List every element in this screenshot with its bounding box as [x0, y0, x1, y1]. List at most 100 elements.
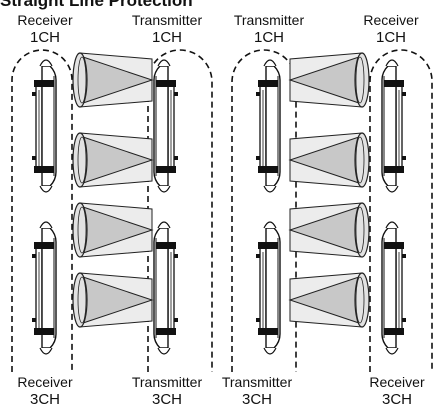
bolt [174, 318, 178, 322]
top-cap [39, 59, 53, 67]
beam-right-3 [288, 202, 370, 258]
bottom-channel-text: 3CH [241, 391, 272, 408]
bottom-cap [385, 347, 399, 355]
beam-end [72, 132, 88, 188]
bottom-cap [39, 185, 53, 193]
bottom-clamp [258, 328, 278, 335]
beam-end [72, 52, 88, 108]
top-cap [263, 221, 277, 229]
top-cap [157, 59, 171, 67]
beam-end [354, 272, 370, 328]
beam-end-inner [355, 276, 365, 324]
bottom-clamp [34, 166, 54, 173]
receiver-unit-left [32, 59, 57, 193]
bottom-clamp [156, 328, 176, 335]
bottom-clamp [384, 166, 404, 173]
top-channel-text: 1CH [29, 29, 60, 46]
bottom-cap [157, 185, 171, 193]
top-label-text: Receiver [363, 12, 419, 28]
top-label-text: Transmitter [131, 12, 203, 28]
beam-right-4 [288, 272, 370, 328]
transmitter-unit-left [153, 59, 178, 193]
top-clamp [34, 242, 54, 249]
receiver-zone-outline-left [11, 49, 73, 372]
bolt [256, 156, 260, 160]
beam-right-1 [288, 52, 370, 108]
bolt [402, 92, 406, 96]
top-label-transmitter-left: Transmitter 1CH [122, 12, 212, 46]
bolt [174, 92, 178, 96]
beam-left-4 [72, 272, 154, 328]
transmitter-unit-left [153, 221, 178, 355]
bolt [256, 92, 260, 96]
beam-end-inner [77, 136, 87, 184]
top-clamp [258, 242, 278, 249]
top-label-text: Receiver [17, 12, 73, 28]
bottom-cap [385, 185, 399, 193]
bolt [174, 156, 178, 160]
top-cap [263, 59, 277, 67]
bottom-clamp [258, 166, 278, 173]
bottom-label-text: Transmitter [221, 374, 293, 390]
beam-end [354, 132, 370, 188]
transmitter-zone-outline-right [231, 49, 297, 372]
bolt [256, 318, 260, 322]
housing [153, 227, 169, 349]
top-cap [385, 59, 399, 67]
bottom-cap [157, 347, 171, 355]
bottom-channel-text: 3CH [151, 391, 182, 408]
bolt [32, 318, 36, 322]
bottom-channel-text: 3CH [29, 391, 60, 408]
bottom-cap [263, 347, 277, 355]
beam-end [72, 272, 88, 328]
beam-end-inner [77, 276, 87, 324]
beam-end-inner [355, 206, 365, 254]
top-clamp [156, 80, 176, 87]
bottom-label-text: Receiver [17, 374, 73, 390]
bottom-label-transmitter-left: Transmitter 3CH [122, 374, 212, 408]
housing [153, 65, 169, 187]
top-clamp [34, 80, 54, 87]
receiver-unit-right [381, 59, 406, 193]
bolt [256, 254, 260, 258]
top-clamp [384, 80, 404, 87]
beam-end [72, 202, 88, 258]
top-label-receiver-left: Receiver 1CH [0, 12, 90, 46]
top-clamp [384, 242, 404, 249]
beam-end-inner [77, 206, 87, 254]
top-channel-text: 1CH [253, 29, 284, 46]
bolt [402, 156, 406, 160]
transmitter-unit-right [256, 59, 281, 193]
beam-end-inner [355, 56, 365, 104]
bottom-label-receiver-right: Receiver 3CH [352, 374, 436, 408]
receiver-zone-outline-right [369, 49, 433, 372]
bottom-clamp [34, 328, 54, 335]
bolt [174, 254, 178, 258]
receiver-unit-left [32, 221, 57, 355]
beam-left-2 [72, 132, 154, 188]
top-channel-text: 1CH [375, 29, 406, 46]
top-cap [385, 221, 399, 229]
top-clamp [258, 80, 278, 87]
top-label-text: Transmitter [233, 12, 305, 28]
top-clamp [156, 242, 176, 249]
beam-end-inner [355, 136, 365, 184]
top-cap [39, 221, 53, 229]
beam-end [354, 52, 370, 108]
housing [41, 65, 57, 187]
housing [265, 65, 281, 187]
top-label-transmitter-right: Transmitter 1CH [224, 12, 314, 46]
beam-end-inner [77, 56, 87, 104]
beam-right-2 [288, 132, 370, 188]
bolt [32, 92, 36, 96]
receiver-unit-right [381, 221, 406, 355]
top-channel-text: 1CH [151, 29, 182, 46]
top-cap [157, 221, 171, 229]
bottom-channel-text: 3CH [381, 391, 412, 408]
bolt [402, 318, 406, 322]
bottom-label-transmitter-right: Transmitter 3CH [212, 374, 302, 408]
bottom-cap [263, 185, 277, 193]
housing [381, 65, 397, 187]
bottom-label-text: Transmitter [131, 374, 203, 390]
bottom-clamp [384, 328, 404, 335]
